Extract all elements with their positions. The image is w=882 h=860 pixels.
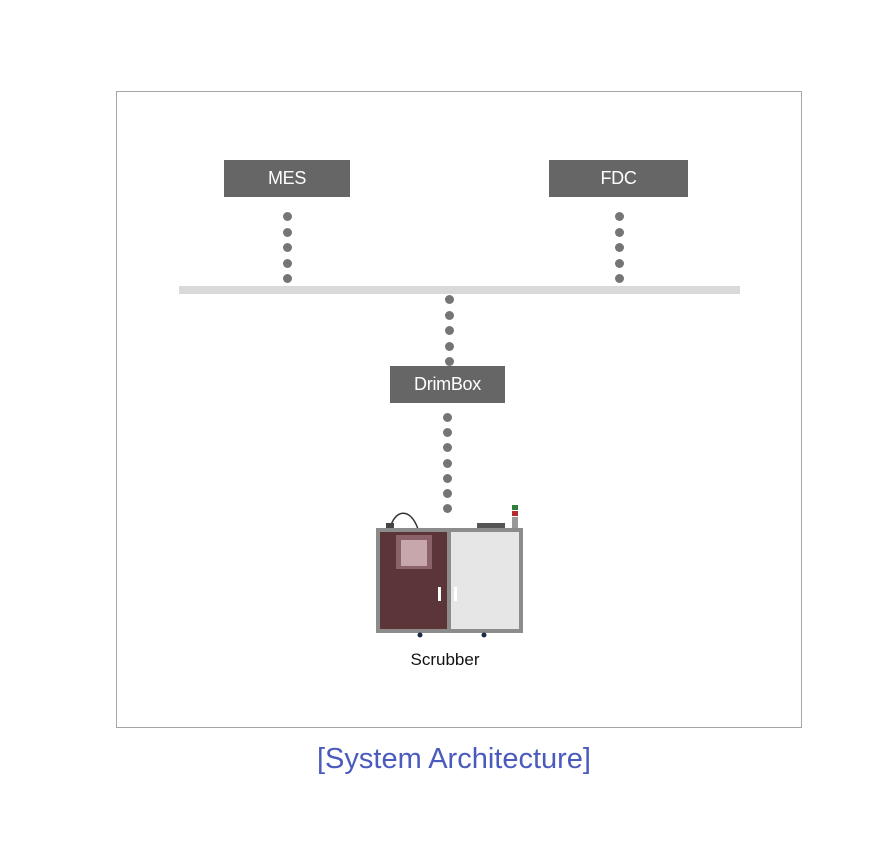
connector-dot <box>445 295 454 304</box>
connector-dot <box>445 326 454 335</box>
connector-dot <box>445 310 454 320</box>
connector-dot <box>443 504 452 514</box>
connector-dot <box>283 274 292 283</box>
scrubber-label: Scrubber <box>410 650 480 669</box>
mes-label: MES <box>267 168 307 188</box>
diagram-caption: [System Architecture] <box>317 743 591 775</box>
connector-dot <box>283 212 292 221</box>
connector-dot <box>443 428 452 438</box>
fdc-label: FDC <box>600 168 637 188</box>
connector-dot <box>283 258 292 268</box>
drimbox-node: DrimBox <box>390 366 505 403</box>
connector-dot <box>283 227 292 237</box>
mes-node: MES <box>224 160 350 197</box>
connector-dot <box>283 243 292 252</box>
connector-dot <box>443 413 452 422</box>
connector-dot <box>615 274 624 283</box>
connector-dot <box>615 258 624 268</box>
connector-dot <box>615 212 624 221</box>
connector-dot <box>443 443 452 453</box>
connector-dot <box>443 473 452 483</box>
connector-dot <box>445 357 454 366</box>
fdc-node: FDC <box>549 160 688 197</box>
drimbox-label: DrimBox <box>414 374 481 394</box>
connector-dot <box>443 489 452 498</box>
connector-dot <box>445 341 454 351</box>
diagram-frame <box>116 91 802 728</box>
scrubber-machine-icon <box>376 505 523 638</box>
connector-dot <box>615 227 624 237</box>
connector-dot <box>615 243 624 252</box>
network-bus <box>179 286 740 294</box>
connector-dot <box>443 458 452 468</box>
